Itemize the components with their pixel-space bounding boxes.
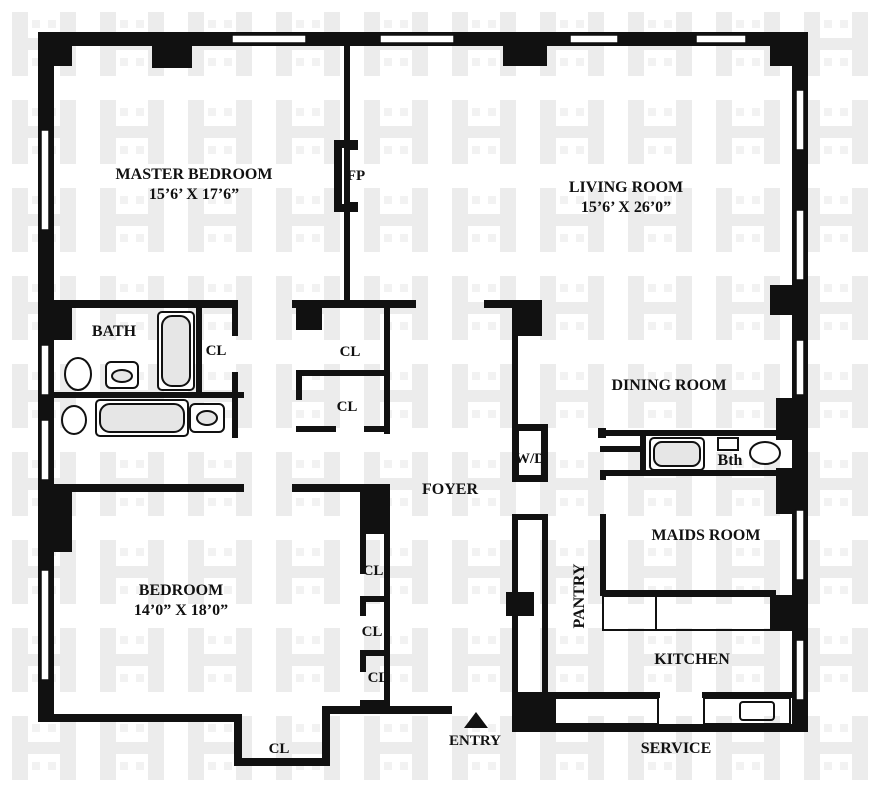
living-room-dims: 15’6’ X 26’0”	[580, 199, 672, 216]
foyer-label: FOYER	[422, 481, 478, 498]
fireplace-label: FP	[346, 168, 366, 184]
master-bedroom-name: MASTER BEDROOM	[115, 166, 273, 183]
living-room-label: LIVING ROOM 15’6’ X 26’0”	[569, 178, 683, 218]
bedroom-name: BEDROOM	[138, 582, 224, 599]
washer-dryer-label: W/D	[515, 451, 545, 467]
closet-label-bedroom-1: CL	[362, 563, 384, 579]
master-bedroom-dims: 15’6’ X 17’6”	[148, 186, 240, 203]
service-label: SERVICE	[640, 740, 712, 757]
bath-label: BATH	[91, 323, 137, 340]
master-bedroom-label: MASTER BEDROOM 15’6’ X 17’6”	[116, 165, 273, 205]
closet-label-bedroom-2: CL	[361, 624, 383, 640]
counters	[547, 595, 791, 725]
closet-label-bedroom-3: CL	[367, 670, 389, 686]
closet-label-center-1: CL	[339, 344, 361, 360]
entry-arrow-icon	[464, 712, 488, 728]
entry-label: ENTRY	[449, 733, 501, 749]
maid-bath-label: Bth	[717, 452, 743, 469]
closet-label-bottom: CL	[268, 741, 290, 757]
dining-room-label: DINING ROOM	[611, 377, 727, 394]
kitchen-label: KITCHEN	[654, 651, 730, 668]
bath-fixtures	[61, 311, 781, 477]
bedroom-dims: 14’0” X 18’0”	[133, 602, 229, 619]
maids-room-label: MAIDS ROOM	[651, 527, 761, 544]
living-room-name: LIVING ROOM	[568, 179, 684, 196]
windows	[40, 34, 805, 701]
pantry-label: PANTRY	[571, 563, 588, 629]
closet-label-bath: CL	[205, 343, 227, 359]
closet-label-center-2: CL	[336, 399, 358, 415]
bedroom-label: BEDROOM 14’0” X 18’0”	[134, 581, 228, 621]
